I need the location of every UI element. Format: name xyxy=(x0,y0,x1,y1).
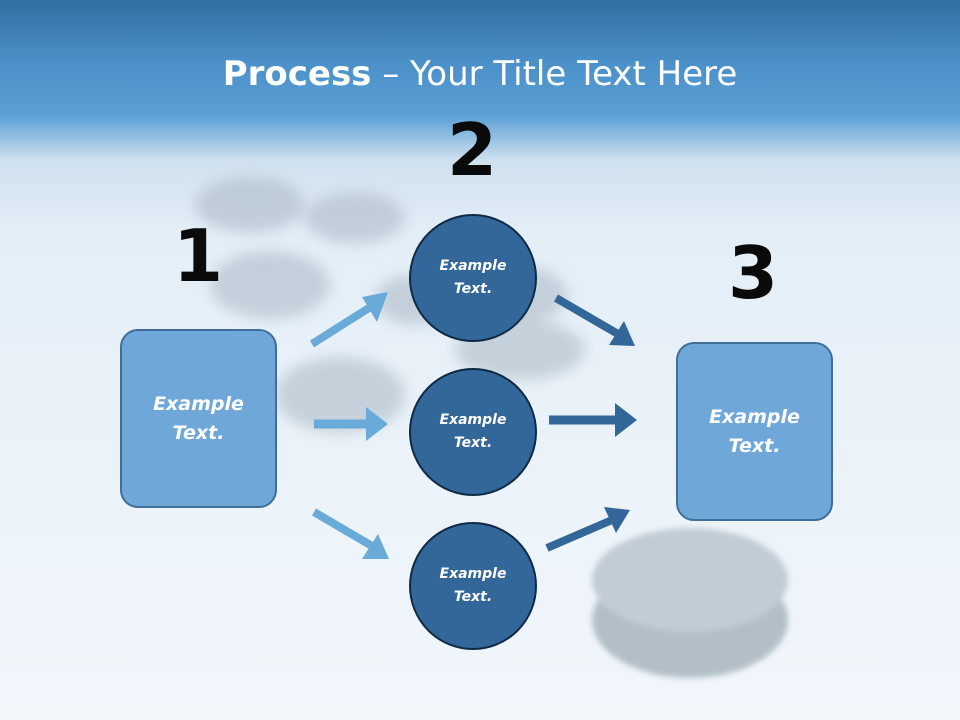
circle-text-middle: Example Text. xyxy=(439,412,507,451)
process-circle-bottom: Example Text. xyxy=(409,522,537,650)
arrow-left-to-bottom-circle xyxy=(311,508,389,559)
step-number-2: 2 xyxy=(446,108,498,192)
arrow-middle-circle-to-right-box xyxy=(549,403,637,437)
left-box-text: Example Text. xyxy=(153,392,244,444)
title-bold: Process xyxy=(222,54,372,94)
title-rest: – Your Title Text Here xyxy=(371,54,738,94)
arrow-left-to-middle-circle xyxy=(314,407,388,441)
right-box-text: Example Text. xyxy=(709,405,800,457)
right-process-box: Example Text. xyxy=(676,342,833,521)
circle-text-bottom: Example Text. xyxy=(439,566,507,605)
left-process-box: Example Text. xyxy=(120,329,277,508)
step-number-1: 1 xyxy=(172,214,224,298)
arrow-bottom-circle-to-right-box xyxy=(545,507,630,552)
arrow-top-circle-to-right-box xyxy=(553,294,635,346)
step-number-3: 3 xyxy=(727,231,779,315)
circle-text-top: Example Text. xyxy=(439,258,507,297)
page-title: Process – Your Title Text Here xyxy=(0,52,960,96)
arrow-left-to-top-circle xyxy=(309,292,388,348)
process-circle-top: Example Text. xyxy=(409,214,537,342)
process-circle-middle: Example Text. xyxy=(409,368,537,496)
